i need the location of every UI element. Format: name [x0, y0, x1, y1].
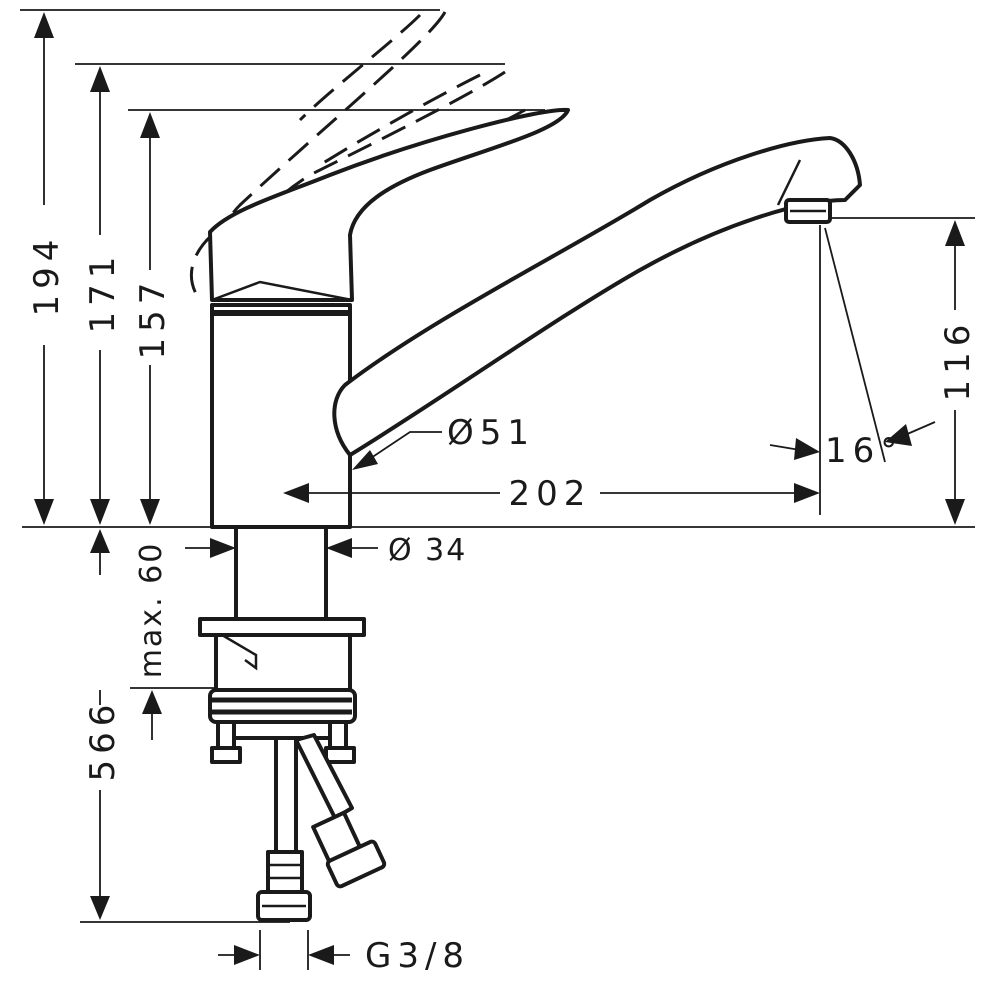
dim-max60-label: max. 60 [134, 542, 169, 679]
fixing-nut [208, 688, 357, 724]
hose-cold [274, 736, 298, 857]
dim-566-label: 566 [83, 699, 123, 782]
dim-202-label: 202 [509, 474, 592, 514]
dim-d51-label: Ø51 [447, 413, 535, 453]
dim-194-label: 194 [27, 234, 67, 317]
dim-157-label: 157 [133, 277, 173, 360]
hose-hot [294, 733, 354, 820]
dim-g38-label: G3/8 [365, 936, 470, 976]
connector-hot [325, 839, 387, 889]
dimension-lines [34, 12, 965, 965]
faucet-body [190, 11, 862, 922]
reference-lines [20, 9, 975, 970]
dim-171-label: 171 [83, 251, 123, 334]
dim-116-label: 116 [938, 319, 978, 402]
shank [234, 525, 328, 621]
dim-d34-label: Ø 34 [388, 533, 467, 568]
mounting-plate [198, 617, 366, 637]
spout [332, 136, 862, 457]
lever-handle [208, 107, 570, 302]
dim-16deg-label: 16° [825, 431, 903, 471]
